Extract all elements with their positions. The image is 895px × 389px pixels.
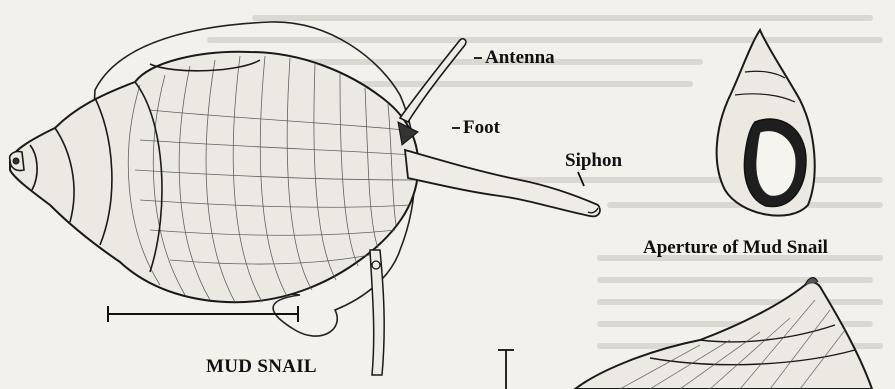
shell-spire-tip [10,152,24,171]
scale-bar [108,306,298,322]
antenna [400,39,466,122]
aperture-view-snail [717,30,815,216]
diagram-title: MUD SNAIL [206,356,317,378]
large-snail-partial [575,278,872,389]
foot-label: Foot [463,117,500,139]
antenna-label: Antenna [485,47,555,69]
aperture-label: Aperture of Mud Snail [643,237,828,259]
scale-marker [498,350,514,389]
siphon-label: Siphon [565,150,622,172]
